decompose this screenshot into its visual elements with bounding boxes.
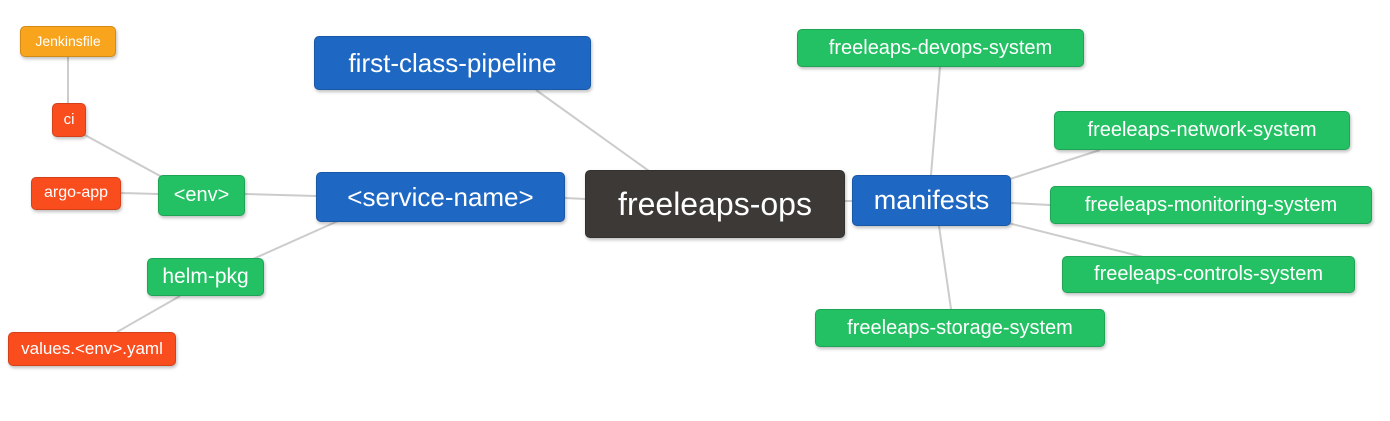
node-label-argo-app: argo-app (43, 184, 109, 201)
node-label-helm-pkg: helm-pkg (162, 265, 249, 288)
edge-first-class-pipeline-to-freeleaps-ops (535, 89, 650, 172)
node-label-freeleaps-ops: freeleaps-ops (618, 185, 812, 222)
node-helm-pkg[interactable]: helm-pkg (147, 258, 264, 296)
node-label-service-name: <service-name> (347, 181, 534, 212)
node-label-values-env-yaml: values.<env>.yaml (21, 339, 163, 358)
edge-argo-app-to-env (120, 192, 159, 195)
node-label-jenkinsfile: Jenkinsfile (35, 33, 101, 49)
node-values-env-yaml[interactable]: values.<env>.yaml (8, 332, 176, 366)
node-argo-app[interactable]: argo-app (31, 177, 121, 210)
node-ci[interactable]: ci (52, 103, 86, 137)
node-label-env: <env> (173, 184, 230, 206)
node-label-freeleaps-devops-system: freeleaps-devops-system (828, 36, 1053, 59)
edge-env-to-service-name (244, 193, 317, 197)
edge-manifests-to-freeleaps-storage-system (938, 225, 952, 310)
node-env[interactable]: <env> (158, 175, 245, 216)
edge-manifests-to-freeleaps-controls-system (1007, 222, 1144, 258)
node-jenkinsfile[interactable]: Jenkinsfile (20, 26, 116, 57)
node-label-ci: ci (63, 111, 75, 128)
node-freeleaps-ops[interactable]: freeleaps-ops (585, 170, 845, 238)
node-label-manifests: manifests (873, 184, 990, 215)
node-freeleaps-devops-system[interactable]: freeleaps-devops-system (797, 29, 1084, 67)
edge-ci-to-env (82, 133, 163, 178)
node-service-name[interactable]: <service-name> (316, 172, 565, 222)
node-label-freeleaps-storage-system: freeleaps-storage-system (847, 316, 1073, 339)
node-first-class-pipeline[interactable]: first-class-pipeline (314, 36, 591, 90)
edge-service-name-to-freeleaps-ops (564, 197, 587, 200)
node-freeleaps-storage-system[interactable]: freeleaps-storage-system (815, 309, 1105, 347)
node-label-first-class-pipeline: first-class-pipeline (348, 47, 557, 78)
node-freeleaps-monitoring-system[interactable]: freeleaps-monitoring-system (1050, 186, 1372, 224)
node-label-freeleaps-monitoring-system: freeleaps-monitoring-system (1084, 193, 1338, 216)
node-label-freeleaps-network-system: freeleaps-network-system (1087, 119, 1317, 141)
node-freeleaps-network-system[interactable]: freeleaps-network-system (1054, 111, 1350, 150)
edge-helm-pkg-to-service-name (252, 220, 339, 260)
node-label-freeleaps-controls-system: freeleaps-controls-system (1094, 263, 1323, 285)
node-freeleaps-controls-system[interactable]: freeleaps-controls-system (1062, 256, 1355, 293)
node-manifests[interactable]: manifests (852, 175, 1011, 226)
edge-manifests-to-freeleaps-network-system (1009, 149, 1101, 180)
edge-manifests-to-freeleaps-monitoring-system (1010, 202, 1051, 206)
edge-values-env-yaml-to-helm-pkg (116, 295, 181, 333)
edge-manifests-to-freeleaps-devops-system (930, 66, 941, 176)
